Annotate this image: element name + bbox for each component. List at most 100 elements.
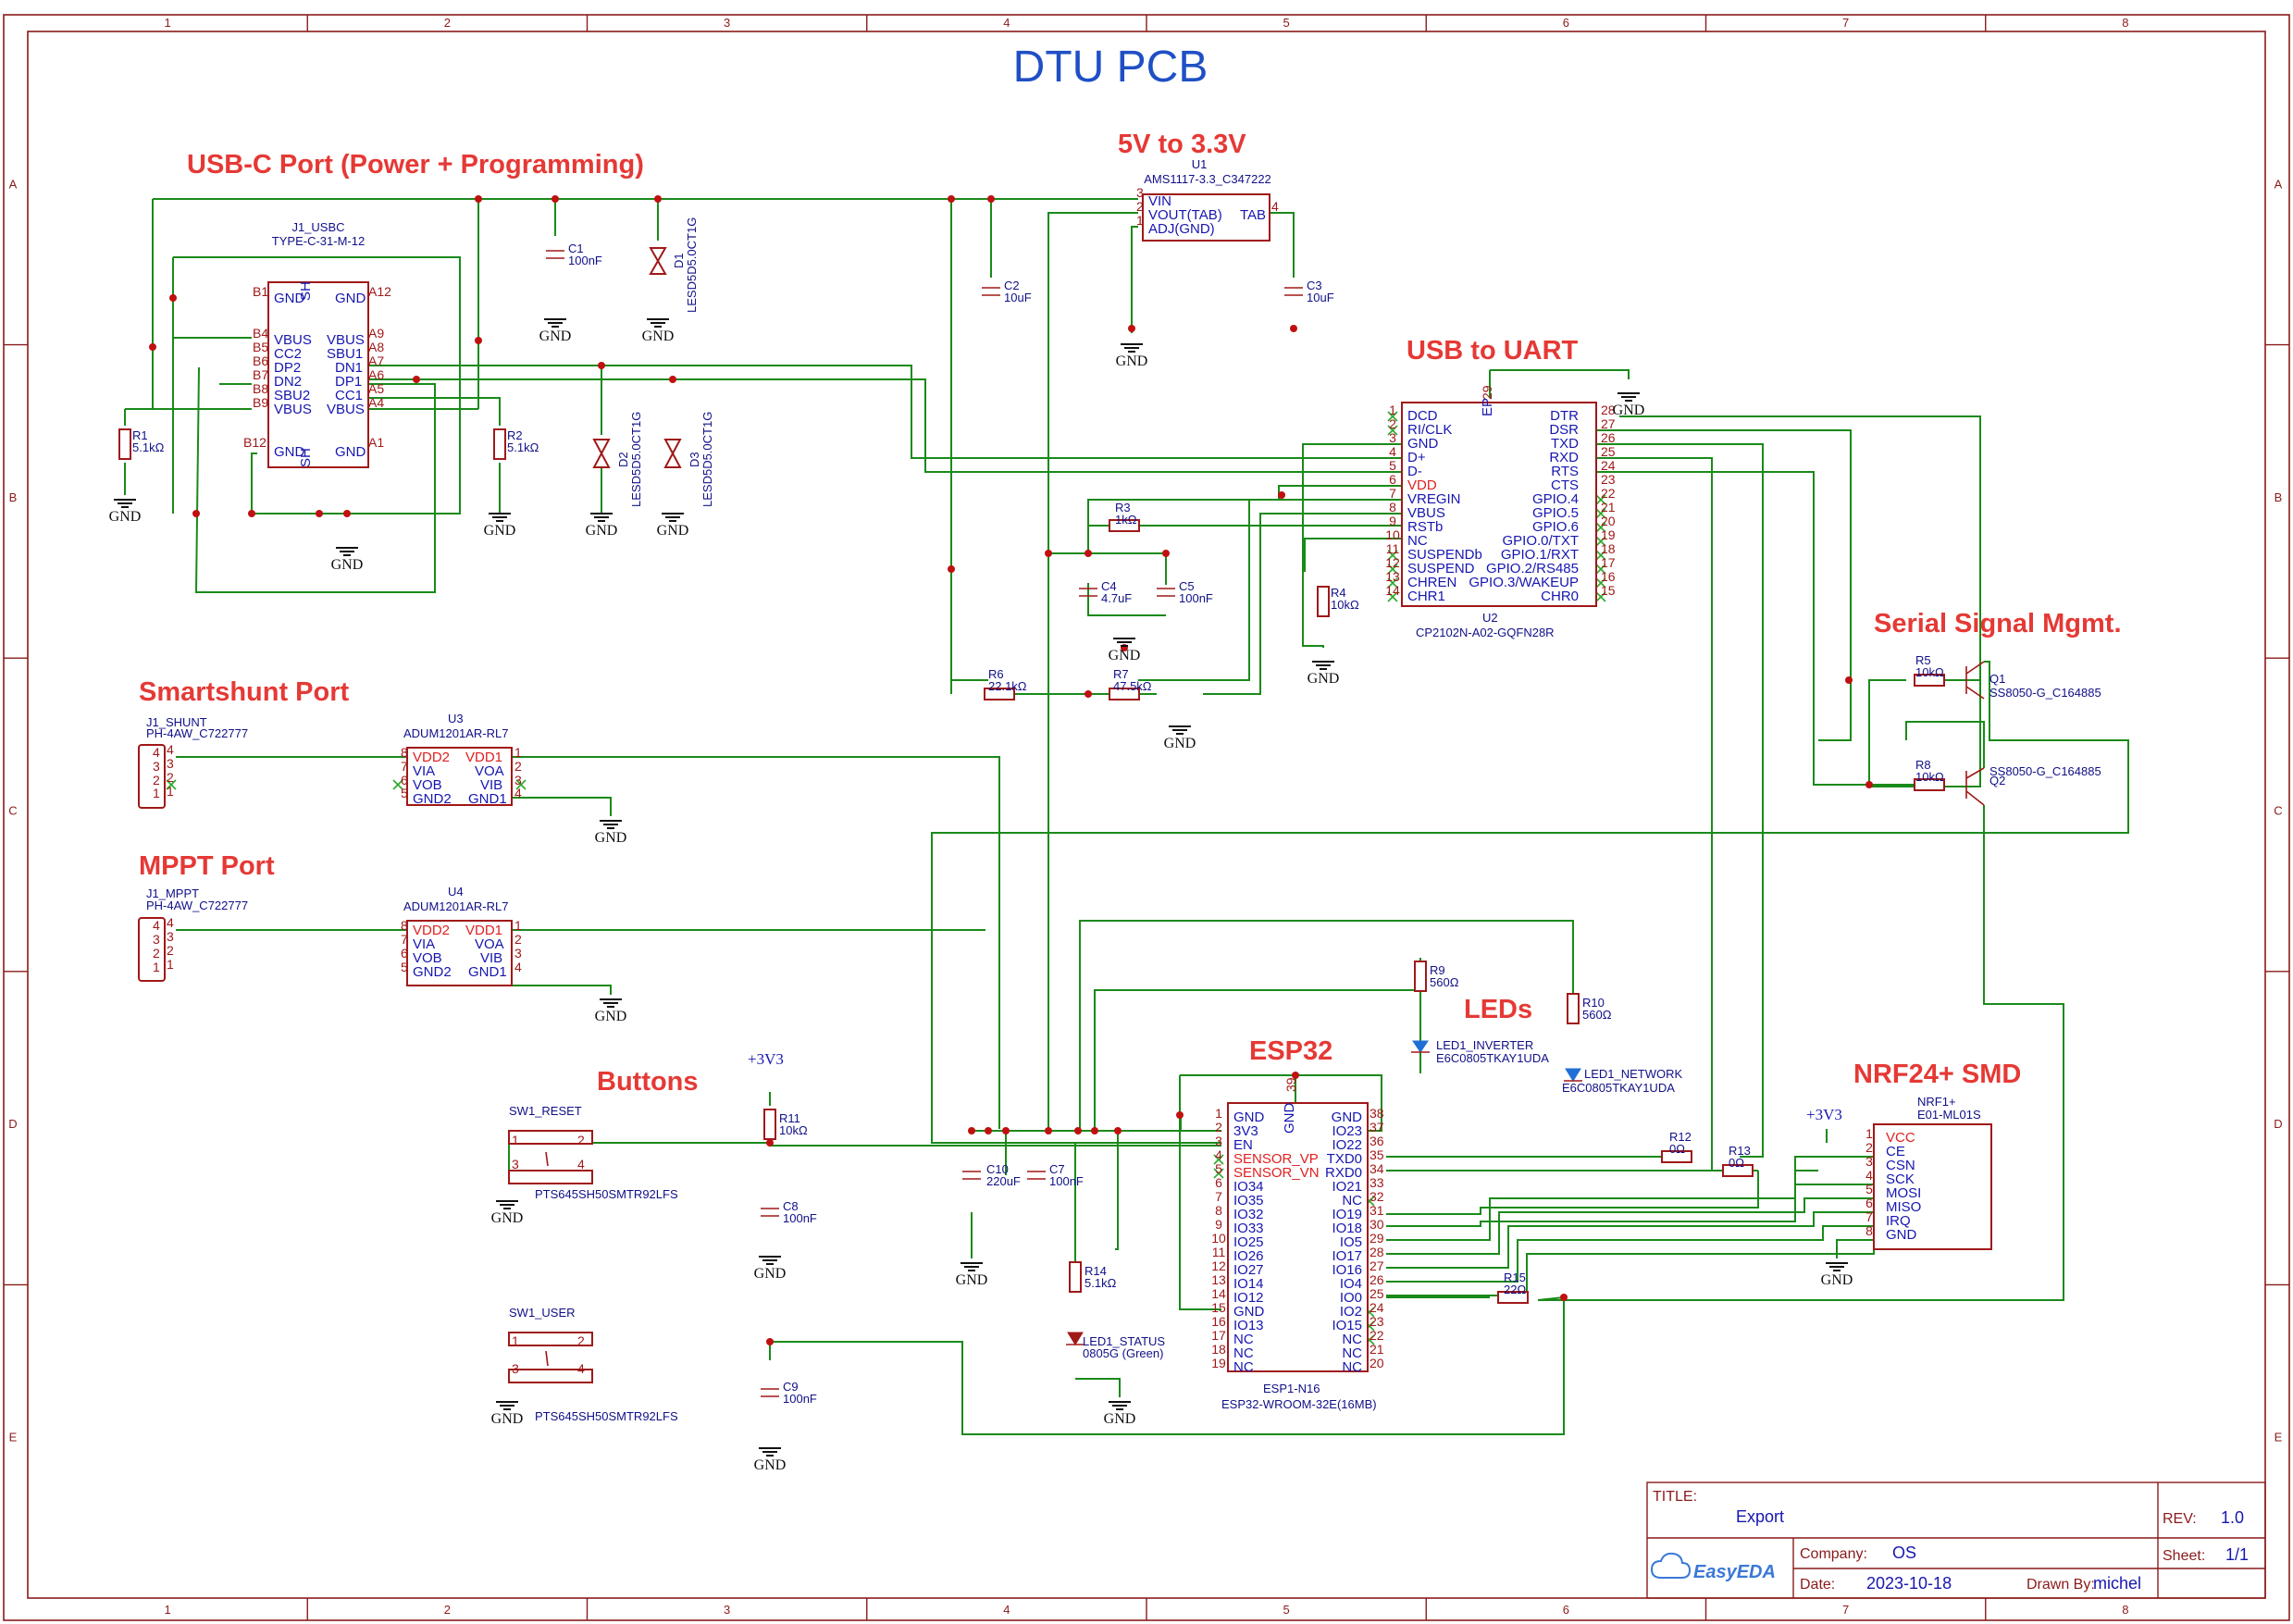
tvs-d3: D3 LESD5D5.0CT1G bbox=[663, 412, 714, 507]
svg-text:20: 20 bbox=[1370, 1356, 1384, 1370]
svg-text:GND1: GND1 bbox=[468, 964, 507, 980]
c7-value: 100nF bbox=[1049, 1174, 1084, 1188]
svg-text:8: 8 bbox=[401, 745, 408, 760]
svg-text:6: 6 bbox=[1865, 1196, 1873, 1210]
svg-text:13: 13 bbox=[1385, 569, 1400, 584]
gnd-label: GND bbox=[491, 1411, 524, 1427]
r12-ref: R12 bbox=[1669, 1130, 1692, 1144]
svg-text:8: 8 bbox=[1389, 500, 1396, 514]
tb-rev-label: REV: bbox=[2163, 1511, 2197, 1527]
svg-text:IO19: IO19 bbox=[1332, 1207, 1362, 1222]
svg-text:D-: D- bbox=[1407, 464, 1422, 479]
svg-text:6: 6 bbox=[401, 773, 408, 787]
svg-text:6: 6 bbox=[401, 946, 408, 961]
svg-text:A5: A5 bbox=[368, 381, 384, 396]
svg-text:5: 5 bbox=[401, 960, 408, 974]
svg-text:6: 6 bbox=[1389, 472, 1396, 487]
junctions bbox=[149, 195, 1873, 1345]
junction-dot bbox=[948, 195, 955, 203]
svg-text:SBU1: SBU1 bbox=[327, 346, 363, 362]
svg-text:19: 19 bbox=[1211, 1356, 1226, 1370]
svg-text:EN: EN bbox=[1233, 1137, 1253, 1153]
svg-text:1: 1 bbox=[1136, 213, 1144, 228]
section-serial: Serial Signal Mgmt. bbox=[1874, 609, 2122, 638]
svg-text:DP2: DP2 bbox=[274, 360, 301, 376]
svg-text:25: 25 bbox=[1601, 444, 1616, 459]
ground-symbol: GND bbox=[586, 513, 617, 539]
junction-dot bbox=[475, 195, 482, 203]
svg-text:1: 1 bbox=[512, 1333, 519, 1348]
tb-date-label: Date: bbox=[1800, 1577, 1835, 1593]
svg-text:16: 16 bbox=[1211, 1314, 1226, 1329]
q1-part: SS8050-G_C164885 bbox=[1989, 686, 2101, 700]
sheet-title: DTU PCB bbox=[1013, 43, 1208, 92]
svg-text:1: 1 bbox=[514, 745, 522, 760]
svg-text:30: 30 bbox=[1370, 1217, 1384, 1232]
tb-title: Export bbox=[1736, 1507, 1784, 1526]
zone-row-A: A bbox=[9, 177, 18, 191]
svg-text:VDD: VDD bbox=[1407, 477, 1437, 493]
svg-text:D+: D+ bbox=[1407, 450, 1426, 465]
u4-part: ADUM1201AR-RL7 bbox=[403, 899, 508, 913]
r2-ref: R2 bbox=[507, 428, 523, 442]
zone-row-B: B bbox=[9, 490, 18, 504]
svg-text:SENSOR_VP: SENSOR_VP bbox=[1233, 1151, 1319, 1167]
ground-symbol: GND bbox=[331, 547, 363, 573]
easyeda-logo: EasyEDA bbox=[1650, 1552, 1776, 1582]
zone-row-right-C: C bbox=[2274, 804, 2282, 818]
zone-col-bottom-2: 2 bbox=[444, 1603, 451, 1617]
shunt-part: PH-4AW_C722777 bbox=[146, 726, 248, 740]
svg-text:A6: A6 bbox=[368, 367, 384, 382]
j1usbc-ref: J1_USBC bbox=[291, 220, 344, 234]
regulator-u1: U1 AMS1117-3.3_C347222 VIN VOUT(TAB) ADJ… bbox=[1136, 157, 1279, 242]
r5-ref: R5 bbox=[1915, 653, 1931, 667]
passive-r1: R15.1kΩ bbox=[118, 428, 165, 460]
svg-text:GPIO.0/TXT: GPIO.0/TXT bbox=[1502, 533, 1579, 549]
svg-text:7: 7 bbox=[1865, 1209, 1873, 1224]
r15-ref: R15 bbox=[1504, 1271, 1526, 1284]
junction-dot bbox=[1845, 676, 1853, 684]
gnd-label: GND bbox=[595, 1009, 627, 1024]
svg-text:GND: GND bbox=[1233, 1304, 1265, 1320]
svg-text:DSR: DSR bbox=[1549, 422, 1579, 438]
svg-text:7: 7 bbox=[401, 759, 408, 774]
c5-ref: C5 bbox=[1179, 579, 1195, 593]
j1usbc-part: TYPE-C-31-M-12 bbox=[272, 234, 365, 248]
junction-dot bbox=[1128, 325, 1135, 332]
tb-date: 2023-10-18 bbox=[1866, 1574, 1952, 1593]
svg-text:IO17: IO17 bbox=[1332, 1248, 1362, 1264]
svg-text:6: 6 bbox=[1215, 1175, 1222, 1190]
u3-ref: U3 bbox=[448, 712, 464, 725]
r7-ref: R7 bbox=[1113, 667, 1129, 681]
svg-text:4: 4 bbox=[1865, 1168, 1873, 1183]
zone-col-bottom-1: 1 bbox=[165, 1603, 171, 1617]
r1-value: 5.1kΩ bbox=[132, 440, 165, 454]
svg-text:IO4: IO4 bbox=[1340, 1276, 1362, 1292]
junction-dot bbox=[1085, 550, 1092, 557]
svg-text:GND: GND bbox=[335, 444, 366, 460]
passive-r2: R25.1kΩ bbox=[493, 428, 539, 460]
u2-pin-ep: EP bbox=[1480, 398, 1495, 416]
zone-col-bottom-4: 4 bbox=[1003, 1603, 1010, 1617]
transistor-q2: Q2 SS8050-G_C164885 bbox=[1965, 764, 2101, 806]
d2-ref: D2 bbox=[616, 452, 630, 467]
ground-symbol: GND bbox=[1164, 725, 1196, 751]
junction-dot bbox=[669, 376, 676, 383]
svg-text:4: 4 bbox=[1271, 199, 1279, 214]
gnd-label: GND bbox=[657, 523, 689, 539]
r6-ref: R6 bbox=[988, 667, 1004, 681]
svg-text:NC: NC bbox=[1342, 1193, 1362, 1209]
svg-text:21: 21 bbox=[1370, 1342, 1384, 1357]
d1-part: LESD5D5.0CT1G bbox=[685, 217, 699, 313]
zone-col-7: 7 bbox=[1842, 16, 1849, 30]
junction-dot bbox=[149, 343, 156, 351]
ground-symbol: GND bbox=[484, 513, 515, 539]
svg-text:SH: SH bbox=[298, 281, 314, 301]
